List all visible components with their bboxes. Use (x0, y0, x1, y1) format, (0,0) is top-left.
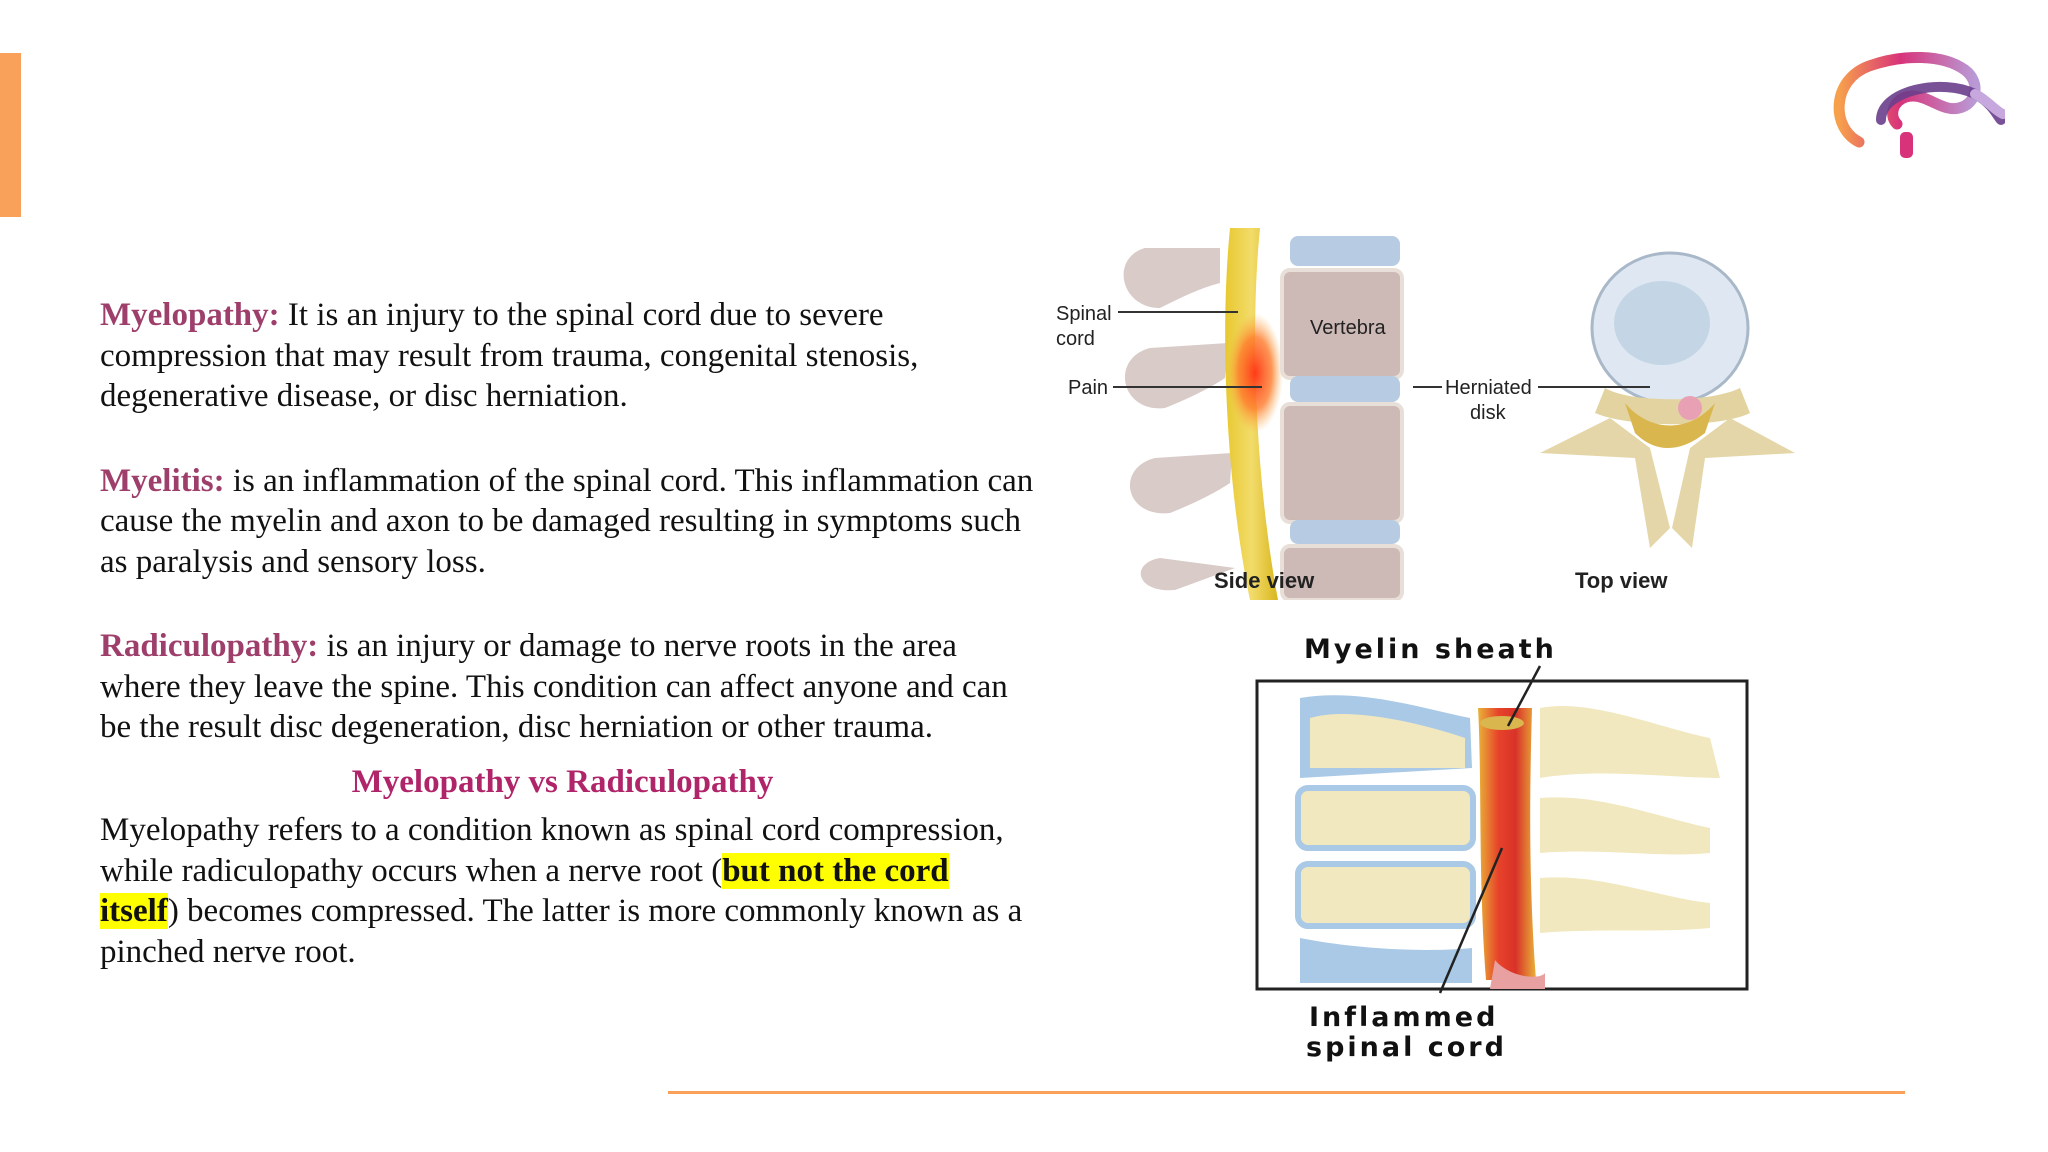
paragraph-myelitis: Myelitis: is an inflammation of the spin… (100, 461, 1035, 583)
spine-herniation-figure: Spinal cord Pain Vertebra Herniated disk… (1056, 228, 1795, 600)
comparison-heading: Myelopathy vs Radiculopathy (351, 763, 774, 800)
label-herniated-line1: Herniated (1445, 377, 1532, 399)
label-pain: Pain (1068, 377, 1108, 399)
comparison-text-after: ) becomes compressed. The latter is more… (100, 893, 1023, 970)
label-inflamed-line1: Inflammed (1309, 1002, 1498, 1033)
paragraph-myelopathy: Myelopathy: It is an injury to the spina… (100, 295, 1035, 417)
brand-logo (1833, 51, 2005, 158)
myelitis-definition: is an inflammation of the spinal cord. T… (100, 462, 1034, 580)
accent-bar (0, 53, 21, 217)
label-herniated-line2: disk (1470, 402, 1507, 424)
term-radiculopathy: Radiculopathy: (100, 628, 319, 664)
label-spinal-cord-line2: cord (1056, 328, 1095, 350)
side-view-illustration (1123, 228, 1404, 600)
term-myelopathy: Myelopathy: (100, 297, 280, 333)
top-view-illustration (1540, 251, 1795, 548)
radiculopathy-definition: is an injury or damage to nerve roots in… (100, 628, 1008, 745)
label-inflamed-line2: spinal cord (1306, 1032, 1507, 1063)
caption-top-view: Top view (1575, 568, 1668, 593)
myelopathy-definition: It is an injury to the spinal cord due t… (100, 297, 919, 414)
label-myelin-sheath: Myelin sheath (1304, 634, 1557, 665)
text-column: Myelopathy: It is an injury to the spina… (100, 295, 1035, 1016)
bottom-divider (668, 1091, 1905, 1094)
inflamed-spinal-cord-figure: Myelin sheath Inflammed spinal cord (1255, 634, 1749, 1063)
cord-illustration (1295, 695, 1720, 989)
term-myelitis: Myelitis: (100, 462, 225, 499)
label-spinal-cord-line1: Spinal (1056, 303, 1112, 325)
label-vertebra: Vertebra (1310, 317, 1386, 339)
caption-side-view: Side view (1214, 568, 1315, 593)
comparison-paragraph: Myelopathy refers to a condition known a… (100, 810, 1035, 972)
paragraph-radiculopathy: Radiculopathy: is an injury or damage to… (100, 626, 1035, 748)
comparison-text-before: Myelopathy refers to a condition known a… (100, 812, 1004, 889)
